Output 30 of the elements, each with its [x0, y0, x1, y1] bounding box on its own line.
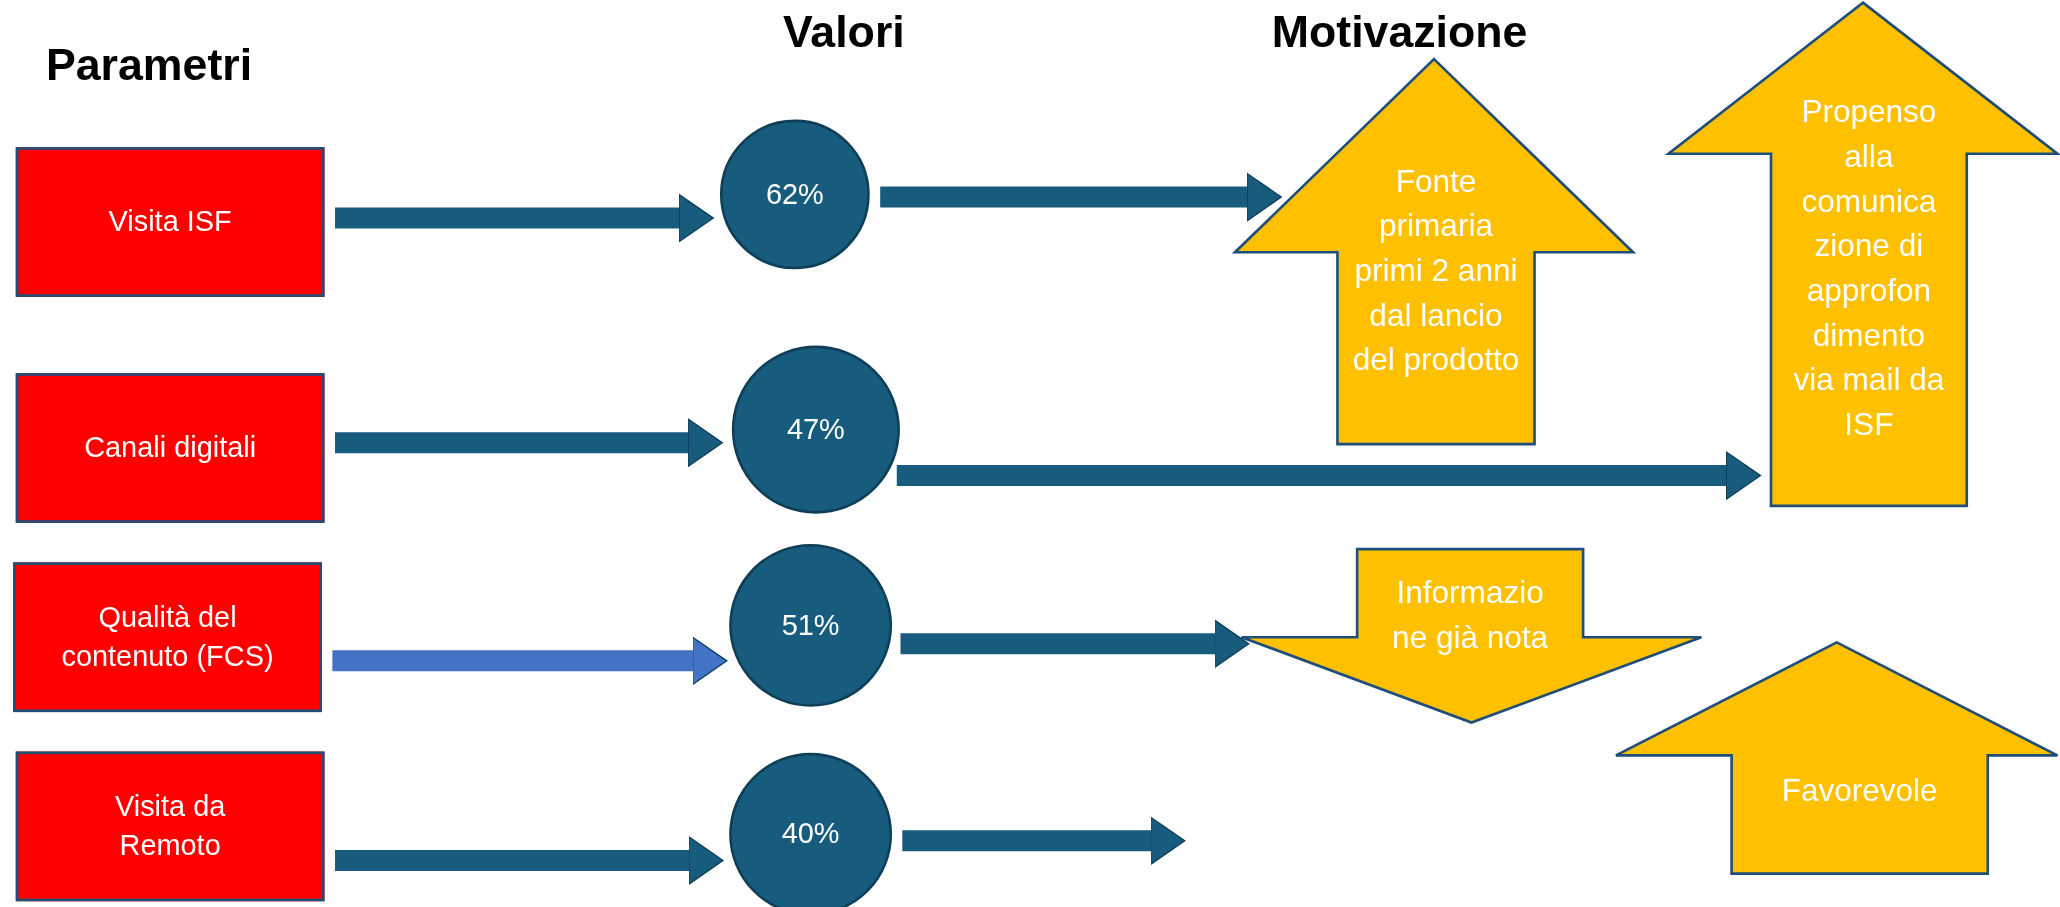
down-block-arrow: [1241, 549, 1702, 723]
block-arrow: [880, 172, 1282, 222]
parameter-label: Visita da Remoto: [113, 788, 227, 864]
up-block-arrow: [1234, 59, 1634, 445]
motivation-text: Propenso alla comunica zione di approfon dimento via mail da ISF: [1792, 92, 1946, 444]
process-box: [15, 147, 325, 297]
column-heading: Parametri: [46, 39, 253, 91]
block-arrow: [335, 193, 714, 243]
percentage-value: 40%: [781, 816, 840, 853]
motivation-text: Fonte primaria primi 2 anni dal lancio del prodotto: [1351, 161, 1521, 380]
percentage-value: 47%: [786, 411, 845, 448]
motivation-text: Favorevole: [1780, 771, 1939, 810]
up-block-arrow: [1615, 642, 2058, 874]
column-heading: Valori: [783, 6, 905, 58]
block-arrow: [332, 636, 728, 686]
parameter-label: Qualità del contenuto (FCS): [60, 599, 275, 675]
block-arrow: [335, 836, 724, 885]
percentage-value: 51%: [781, 607, 840, 644]
process-box: [15, 373, 325, 523]
block-arrow: [902, 816, 1186, 866]
process-box: [15, 751, 325, 902]
parameter-label: Visita ISF: [108, 203, 232, 240]
parameter-label: Canali digitali: [84, 429, 257, 466]
block-arrow: [896, 451, 1762, 500]
process-box: [13, 562, 322, 713]
column-heading: Motivazione: [1271, 6, 1528, 58]
block-arrow: [335, 418, 723, 468]
block-arrow: [900, 619, 1250, 669]
motivation-text: Informazio ne già nota: [1391, 573, 1550, 657]
percentage-value: 62%: [765, 176, 824, 213]
